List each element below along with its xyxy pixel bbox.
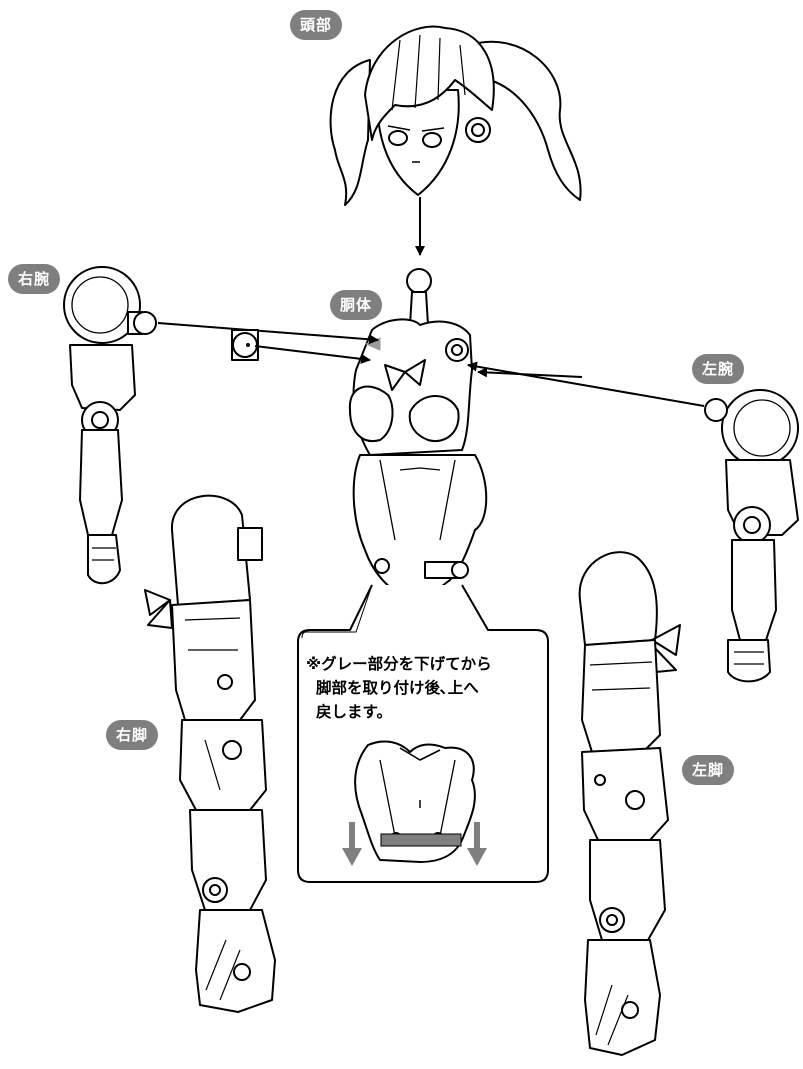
right-arm-label: 右腕	[8, 264, 61, 294]
down-arrows	[342, 822, 487, 866]
gray-part-highlight	[380, 833, 462, 847]
left-leg-arrow	[477, 367, 583, 378]
note-text: ※グレー部分を下げてから 脚部を取り付け後､上へ 戻します。	[306, 652, 546, 724]
torso-label: 胴体	[330, 290, 383, 320]
note-line-1: ※グレー部分を下げてから	[306, 655, 492, 673]
left-arm-arrow	[467, 361, 705, 407]
torso-part	[348, 268, 488, 596]
right-leg-label: 右脚	[106, 720, 159, 750]
note-line-2: 脚部を取り付け後､上へ	[316, 679, 479, 697]
right-leg-arrow	[254, 345, 371, 364]
left-arm-part	[704, 389, 799, 683]
right-arm-part	[63, 266, 157, 585]
right-leg-part	[144, 329, 276, 1013]
left-arm-label: 左腕	[692, 354, 745, 384]
head-label: 頭部	[290, 10, 343, 40]
left-leg-label: 左脚	[682, 755, 735, 785]
right-arm-arrow	[157, 322, 379, 345]
note-line-3: 戻します。	[316, 703, 392, 721]
head-part	[329, 25, 582, 206]
left-leg-part	[578, 551, 681, 1056]
